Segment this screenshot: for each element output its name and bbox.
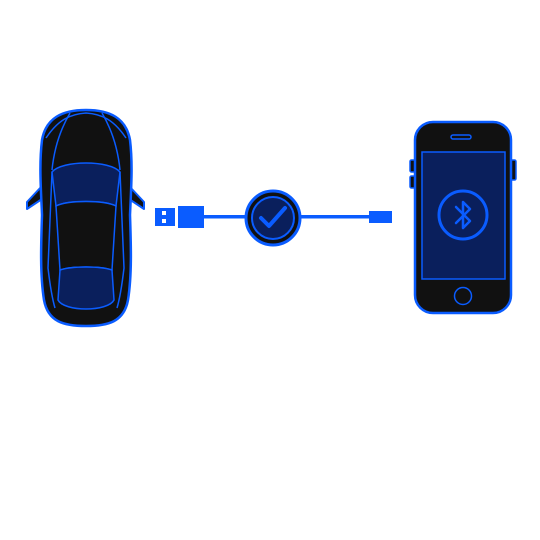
usb-plug-icon <box>155 206 204 228</box>
car-roof <box>55 200 117 272</box>
car-side-line-right <box>116 171 125 309</box>
car-rear-window <box>57 266 115 310</box>
smartphone-icon <box>409 120 517 315</box>
check-circle-icon <box>244 189 302 247</box>
car-front-edge <box>45 112 127 139</box>
check-mark <box>259 206 287 228</box>
usb-plug-body <box>178 206 204 228</box>
phone-home-button <box>453 286 473 306</box>
usb-plug-hole-top <box>162 211 166 215</box>
car-top-view-icon <box>26 108 145 328</box>
micro-usb-connector-icon <box>369 211 392 223</box>
phone-speaker <box>450 134 472 140</box>
car-windshield <box>51 162 121 208</box>
car-side-line-left <box>47 171 56 309</box>
usb-plug-hole-bottom <box>162 219 166 223</box>
bluetooth-icon <box>437 189 489 241</box>
usb-plug-tip <box>155 208 175 226</box>
